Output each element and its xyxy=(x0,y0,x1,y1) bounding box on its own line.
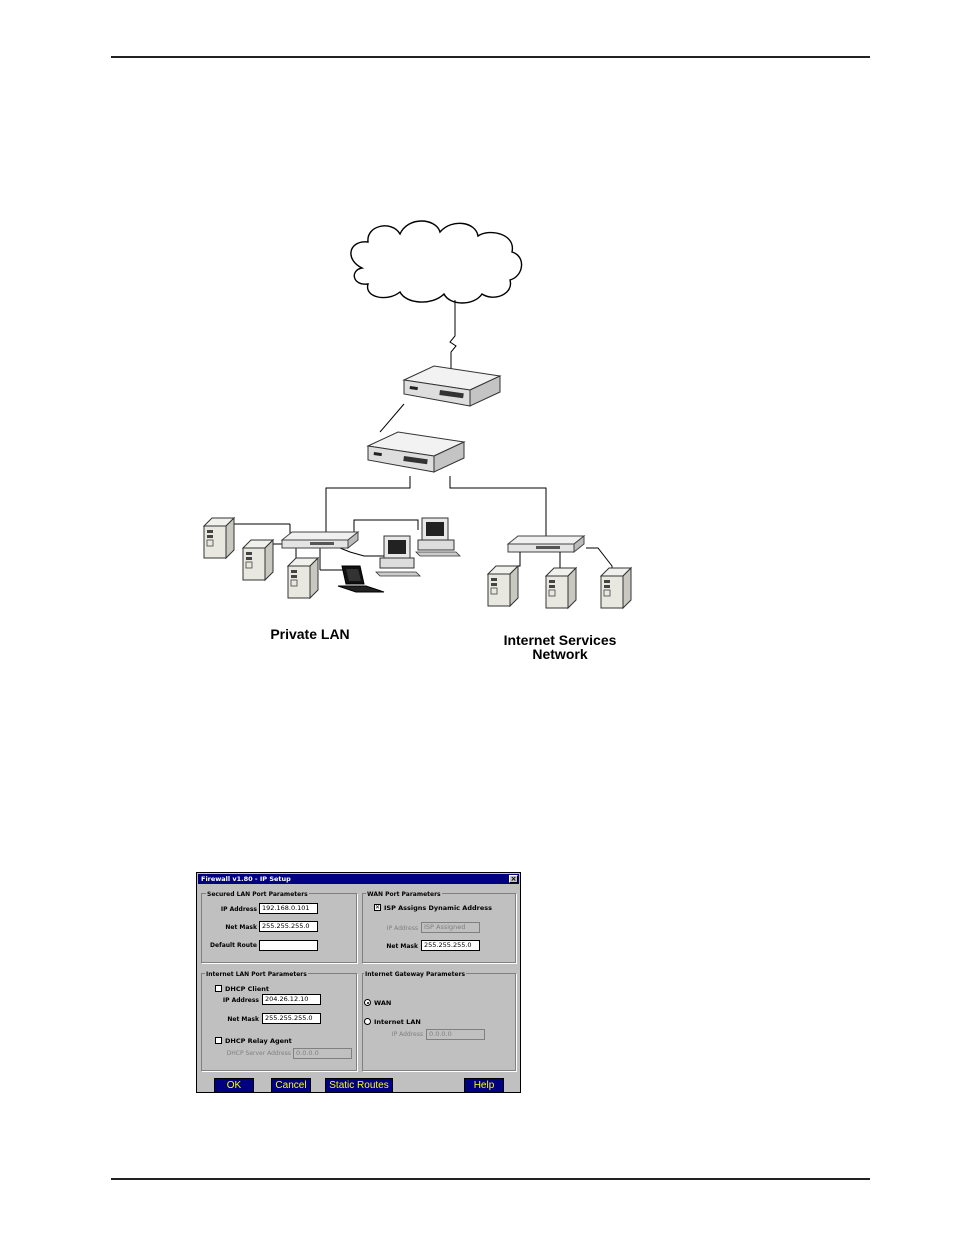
bottom-rule xyxy=(111,1178,870,1180)
isn-label-line1: Internet Services xyxy=(503,632,617,648)
close-icon[interactable]: × xyxy=(509,875,518,883)
dhcp-server-input[interactable]: 0.0.0.0 xyxy=(293,1048,352,1059)
ilan-mask-input[interactable]: 255.255.255.0 xyxy=(262,1013,321,1024)
cancel-button[interactable]: Cancel xyxy=(271,1078,311,1093)
ok-button[interactable]: OK xyxy=(214,1078,254,1093)
default-route-input[interactable] xyxy=(259,940,318,951)
isp-dynamic-label: ISP Assigns Dynamic Address xyxy=(384,904,492,912)
help-button[interactable]: Help xyxy=(464,1078,504,1093)
secured-lan-title: Secured LAN Port Parameters xyxy=(206,891,309,898)
wan-mask-input[interactable]: 255.255.255.0 xyxy=(421,940,480,951)
dhcp-client-label: DHCP Client xyxy=(225,985,270,993)
dialog-titlebar[interactable]: Firewall v1.80 - IP Setup × xyxy=(198,874,519,884)
ilan-mask-label: Net Mask xyxy=(227,1016,259,1023)
dhcp-relay-checkbox[interactable] xyxy=(215,1037,222,1044)
wan-ip-input[interactable]: ISP Assigned xyxy=(421,922,480,933)
gateway-title: Internet Gateway Parameters xyxy=(364,971,467,978)
ilan-ip-label: IP Address xyxy=(222,997,259,1004)
ip-setup-dialog: Firewall v1.80 - IP Setup × Secured LAN … xyxy=(196,872,521,1093)
private-lan-label: Private LAN xyxy=(270,626,350,642)
dhcp-server-label: DHCP Server Address xyxy=(226,1050,291,1057)
internet-lan-radio-label: Internet LAN xyxy=(374,1018,421,1026)
top-rule xyxy=(111,56,870,58)
secured-ip-input[interactable]: 192.168.0.101 xyxy=(259,903,318,914)
secured-ip-label: IP Address xyxy=(220,906,257,913)
wan-radio[interactable] xyxy=(364,999,371,1006)
wan-ip-label: IP Address xyxy=(386,925,418,932)
default-route-label: Default Route xyxy=(210,942,257,949)
gateway-ip-input[interactable]: 0.0.0.0 xyxy=(426,1029,485,1040)
internet-lan-title: Internet LAN Port Parameters xyxy=(205,971,308,978)
secured-mask-input[interactable]: 255.255.255.0 xyxy=(259,921,318,932)
wan-title: WAN Port Parameters xyxy=(366,891,442,898)
wan-mask-label: Net Mask xyxy=(386,943,418,950)
static-routes-button[interactable]: Static Routes xyxy=(325,1078,393,1093)
dhcp-client-checkbox[interactable] xyxy=(215,985,222,992)
ilan-ip-input[interactable]: 204.26.12.10 xyxy=(262,994,321,1005)
dhcp-relay-label: DHCP Relay Agent xyxy=(225,1037,292,1045)
internet-cloud xyxy=(350,220,523,304)
secured-mask-label: Net Mask xyxy=(225,924,257,931)
isp-dynamic-checkbox[interactable]: ✕ xyxy=(374,904,381,911)
internet-lan-radio[interactable] xyxy=(364,1018,371,1025)
dialog-title: Firewall v1.80 - IP Setup xyxy=(201,875,291,883)
gateway-ip-label: IP Address xyxy=(391,1031,423,1038)
wan-radio-label: WAN xyxy=(374,999,392,1007)
network-diagram xyxy=(203,220,632,609)
isn-label-line2: Network xyxy=(532,646,588,662)
